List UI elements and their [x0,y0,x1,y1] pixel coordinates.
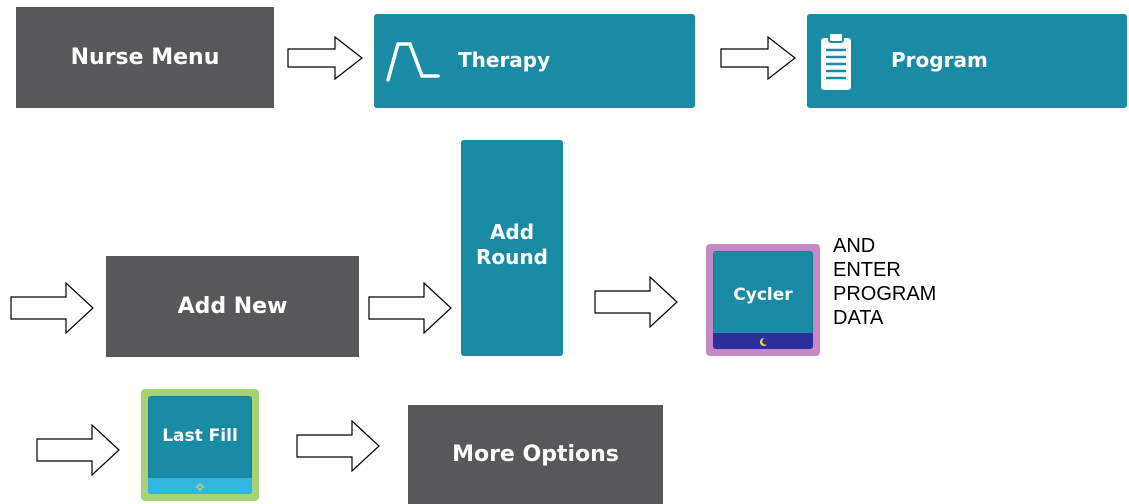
right-arrow-icon [36,424,120,476]
right-arrow-icon [296,420,380,472]
cycler-strip [713,333,813,349]
add-round-label-line1: Add [489,220,535,244]
note-line-3: PROGRAM [833,283,937,305]
clipboard-icon [819,30,853,96]
therapy-curve-icon [384,38,440,88]
add-round-button[interactable]: Add Round [461,140,563,356]
right-arrow-icon [10,282,94,334]
right-arrow-icon [720,36,796,80]
note-line-4: DATA [833,307,884,329]
therapy-label: Therapy [458,48,551,72]
more-options-label: More Options [452,441,619,467]
add-new-button[interactable]: Add New [106,256,359,357]
add-new-label: Add New [177,293,288,319]
last-fill-strip [148,478,252,494]
more-options-button[interactable]: More Options [408,405,663,504]
moon-icon [758,332,768,350]
nurse-menu-label: Nurse Menu [70,44,220,70]
add-round-label-line2: Round [476,245,548,269]
last-fill-tile[interactable]: Last Fill [141,389,259,501]
therapy-button[interactable]: Therapy [374,14,695,108]
cycler-tile-face: Cycler [713,251,813,349]
right-arrow-icon [287,36,363,80]
last-fill-label: Last Fill [162,426,238,446]
note-line-1: AND [833,235,876,257]
program-button[interactable]: Program [807,14,1127,108]
instruction-note: AND ENTER PROGRAM DATA [833,234,936,330]
sun-icon [195,477,205,495]
program-label: Program [891,48,988,72]
nurse-menu-button[interactable]: Nurse Menu [16,7,274,108]
note-line-2: ENTER [833,259,901,281]
cycler-label: Cycler [733,285,793,305]
right-arrow-icon [368,282,452,334]
right-arrow-icon [594,276,678,328]
cycler-tile[interactable]: Cycler [706,244,820,356]
last-fill-tile-face: Last Fill [148,396,252,494]
